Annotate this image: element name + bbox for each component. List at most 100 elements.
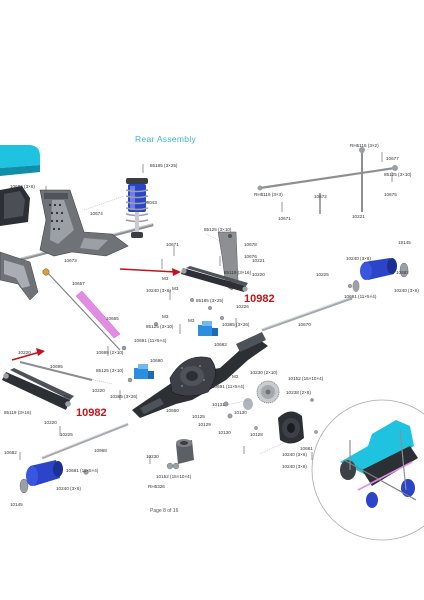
- part-label: RH5116 (3×2): [350, 143, 379, 148]
- part-label: 10221: [352, 214, 365, 219]
- upper-link-10982: [181, 266, 248, 292]
- part-label: 10240 (3×6): [394, 288, 419, 293]
- part-label: 10672: [314, 194, 327, 199]
- lower-link-pink: [42, 268, 121, 351]
- blue-mount-upper: [198, 321, 218, 336]
- part-label: 85119 (3×16): [4, 410, 32, 415]
- callout-part-number-upper: 10982: [244, 293, 275, 305]
- part-label: 10385 (3×26): [110, 394, 138, 399]
- part-label: 10686 (3×6): [10, 184, 35, 189]
- part-label: 10152 (15×10×4): [288, 376, 324, 381]
- body-shell-fragment: [0, 145, 40, 226]
- left-axle-shaft: [41, 422, 129, 460]
- bearing-cup: [176, 439, 194, 464]
- part-label: 10677: [386, 156, 399, 161]
- part-label: 10695: [50, 364, 63, 369]
- part-label: 10682: [4, 450, 17, 455]
- part-label: 85185 (3×25): [196, 298, 224, 303]
- part-label: 10152 (15×10×4): [156, 474, 192, 479]
- part-label: 10660: [166, 408, 179, 413]
- inset-assembled-view: [311, 399, 424, 541]
- part-label: 10131: [212, 402, 225, 407]
- part-label: 10691 (11×5×4): [212, 384, 245, 389]
- callout-part-number-lower: 10982: [76, 407, 107, 419]
- part-label: 85185 (3×25): [150, 163, 178, 168]
- part-label: 10691 (11×5×4): [344, 294, 377, 299]
- screws: [19, 152, 393, 464]
- part-label: 10671: [166, 242, 179, 247]
- part-label: 10678: [244, 242, 257, 247]
- part-label: 85125 (3×10): [384, 172, 412, 177]
- part-label: 10128: [250, 432, 263, 437]
- upper-a-arm: [39, 189, 129, 257]
- callout-arrow-upper: [119, 268, 181, 276]
- part-label: 10676: [244, 254, 257, 259]
- part-label: M3: [172, 286, 179, 291]
- part-label: 10681 (11×5×4): [66, 468, 99, 473]
- callout-arrow-lower: [11, 348, 45, 361]
- part-label: 10129: [198, 422, 211, 427]
- part-label: 10675: [384, 192, 397, 197]
- lower-left-gray-link: [19, 361, 93, 381]
- part-label: 10968: [94, 448, 107, 453]
- part-label: RH5326: [148, 484, 165, 489]
- part-label: 10665: [106, 316, 119, 321]
- lower-link-10982: [2, 368, 74, 410]
- part-label: 10225: [60, 432, 73, 437]
- part-label: M4: [228, 360, 235, 365]
- part-label: 85125 (3×10): [96, 368, 124, 373]
- part-label: 10220: [92, 388, 105, 393]
- part-label: 10681: [300, 446, 313, 451]
- part-label: 10240 (3×6): [282, 452, 307, 457]
- part-label: 10691 (11×5×4): [134, 338, 167, 343]
- part-label: 10145: [10, 502, 23, 507]
- spur-gear: [243, 380, 280, 410]
- rear-shock: [125, 178, 149, 238]
- part-label: 10226: [236, 304, 249, 309]
- blue-mount-lower: [134, 364, 154, 379]
- part-label: 10221: [252, 258, 265, 263]
- upper-right-frame: [257, 147, 398, 214]
- part-label: 10130: [234, 410, 247, 415]
- part-label: 10682: [396, 270, 409, 275]
- part-label: 10674: [90, 211, 103, 216]
- part-label: 10220: [18, 350, 31, 355]
- diagram-title: Rear Assembly: [135, 134, 197, 144]
- part-label: M3: [162, 314, 169, 319]
- small-hardware: [83, 284, 352, 475]
- leader-lines: [59, 195, 291, 455]
- part-label: 10220: [252, 272, 265, 277]
- part-label: 85119 (3×16): [224, 270, 252, 275]
- part-label: 10699 (2×10): [96, 350, 124, 355]
- part-label: 10670: [298, 322, 311, 327]
- part-label: M3: [162, 276, 169, 281]
- part-label: 10130: [218, 430, 231, 435]
- part-label: 10240 (3×6): [146, 288, 171, 293]
- part-label: 10220: [44, 420, 57, 425]
- part-label: 10225: [316, 272, 329, 277]
- part-label: M2: [64, 394, 71, 399]
- part-label: 10125: [192, 414, 205, 419]
- right-wheel-hub: [352, 258, 409, 292]
- part-label: M2: [232, 374, 239, 379]
- part-label: 10230 (2×10): [250, 370, 278, 375]
- part-label: 10238 (2×8): [286, 390, 311, 395]
- left-frame-piece: [0, 251, 39, 301]
- part-label: 10240 (3×6): [346, 256, 371, 261]
- page-number: Page 8 of 16: [150, 508, 179, 514]
- part-label: 10385 (3×26): [222, 322, 250, 327]
- part-label: 10690: [150, 358, 163, 363]
- part-label: 10683: [214, 342, 227, 347]
- axle-housing: [132, 332, 268, 418]
- part-label: 10673: [64, 258, 77, 263]
- part-label: 85125 (3×10): [146, 324, 174, 329]
- part-label: 10240 (3×6): [282, 464, 307, 469]
- part-labels: 85185 (3×25) 10686 (3×6) 10674 10043 106…: [4, 143, 419, 507]
- left-wheel-hub: [19, 460, 63, 494]
- part-label: 10043: [144, 200, 157, 205]
- part-label: 10240 (3×6): [56, 486, 81, 491]
- part-label: 10230: [146, 454, 159, 459]
- part-label: 85125 (3×10): [204, 227, 232, 232]
- part-label: RH5116 (3×3): [254, 192, 283, 197]
